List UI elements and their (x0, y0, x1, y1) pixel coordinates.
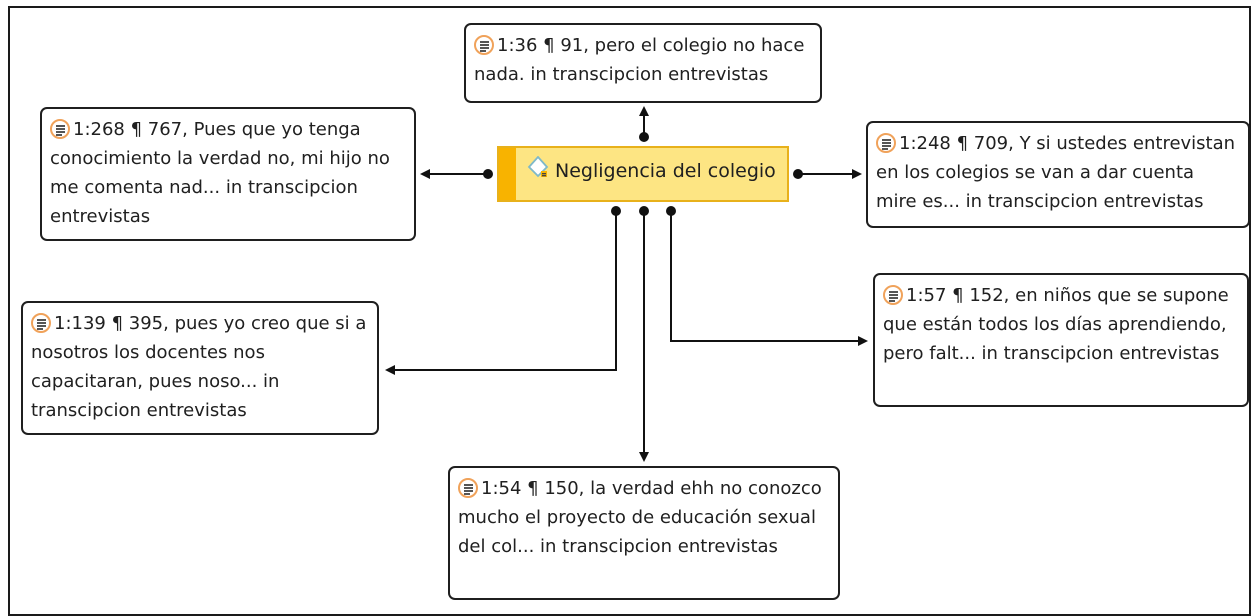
quotation-text: 1:54 ¶ 150, la verdad ehh no conozco muc… (458, 478, 822, 557)
quotation-document-icon (31, 313, 51, 333)
link-to-q-right-lower (670, 211, 868, 346)
link-dot-bottom-right (666, 206, 676, 216)
quotation-node[interactable]: 1:139 ¶ 395, pues yo creo que si a nosot… (21, 301, 379, 435)
code-color-stripe (499, 148, 516, 200)
code-label: Negligencia del colegio (555, 160, 776, 182)
link-to-q-left-lower (385, 211, 617, 375)
link-dot-right (793, 169, 803, 179)
quotation-node[interactable]: 1:57 ¶ 152, en niños que se supone que e… (873, 273, 1249, 407)
quotation-text: 1:268 ¶ 767, Pues que yo tenga conocimie… (50, 119, 390, 227)
quotation-document-icon (883, 285, 903, 305)
code-diamond-icon (527, 156, 549, 178)
quotation-node[interactable]: 1:268 ¶ 767, Pues que yo tenga conocimie… (40, 107, 416, 241)
quotation-document-icon (876, 133, 896, 153)
quotation-document-icon (50, 119, 70, 139)
quotation-text: 1:248 ¶ 709, Y si ustedes entrevistan en… (876, 133, 1236, 212)
link-dot-bottom-center (639, 206, 649, 216)
link-dot-left (483, 169, 493, 179)
quotation-node[interactable]: 1:36 ¶ 91, pero el colegio no hace nada.… (464, 23, 822, 103)
quotation-document-icon (458, 478, 478, 498)
quotation-document-icon (474, 35, 494, 55)
quotation-text: 1:139 ¶ 395, pues yo creo que si a nosot… (31, 313, 367, 421)
quotation-node[interactable]: 1:54 ¶ 150, la verdad ehh no conozco muc… (448, 466, 840, 600)
quotation-node[interactable]: 1:248 ¶ 709, Y si ustedes entrevistan en… (866, 121, 1250, 228)
quotation-text: 1:36 ¶ 91, pero el colegio no hace nada.… (474, 35, 805, 85)
link-dot-top (639, 132, 649, 142)
code-node[interactable]: Negligencia del colegio (497, 146, 789, 202)
link-dot-bottom-left (611, 206, 621, 216)
quotation-text: 1:57 ¶ 152, en niños que se supone que e… (883, 285, 1229, 364)
